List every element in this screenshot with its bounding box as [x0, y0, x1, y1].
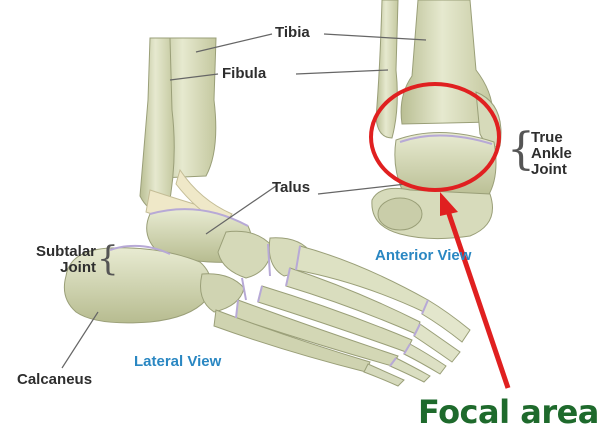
label-lateral-view: Lateral View: [134, 354, 221, 370]
leader-tibia-anterior: [324, 34, 426, 40]
label-tibia: Tibia: [275, 25, 310, 41]
leader-fibula-anterior: [296, 70, 388, 74]
label-anterior-view: Anterior View: [375, 248, 471, 264]
label-fibula: Fibula: [222, 66, 266, 82]
anterior-view-ankle: [372, 0, 501, 239]
label-true-ankle-joint: True Ankle Joint: [531, 130, 572, 177]
leader-calcaneus: [62, 312, 98, 368]
lateral-fibula: [140, 38, 174, 211]
label-talus: Talus: [272, 180, 310, 196]
label-calcaneus: Calcaneus: [17, 372, 92, 388]
label-subtalar-joint: Subtalar Joint: [20, 244, 96, 276]
brace-subtalar-joint: {: [97, 242, 119, 276]
label-focal-area: Focal area: [418, 396, 599, 430]
anterior-fibula: [376, 0, 398, 138]
